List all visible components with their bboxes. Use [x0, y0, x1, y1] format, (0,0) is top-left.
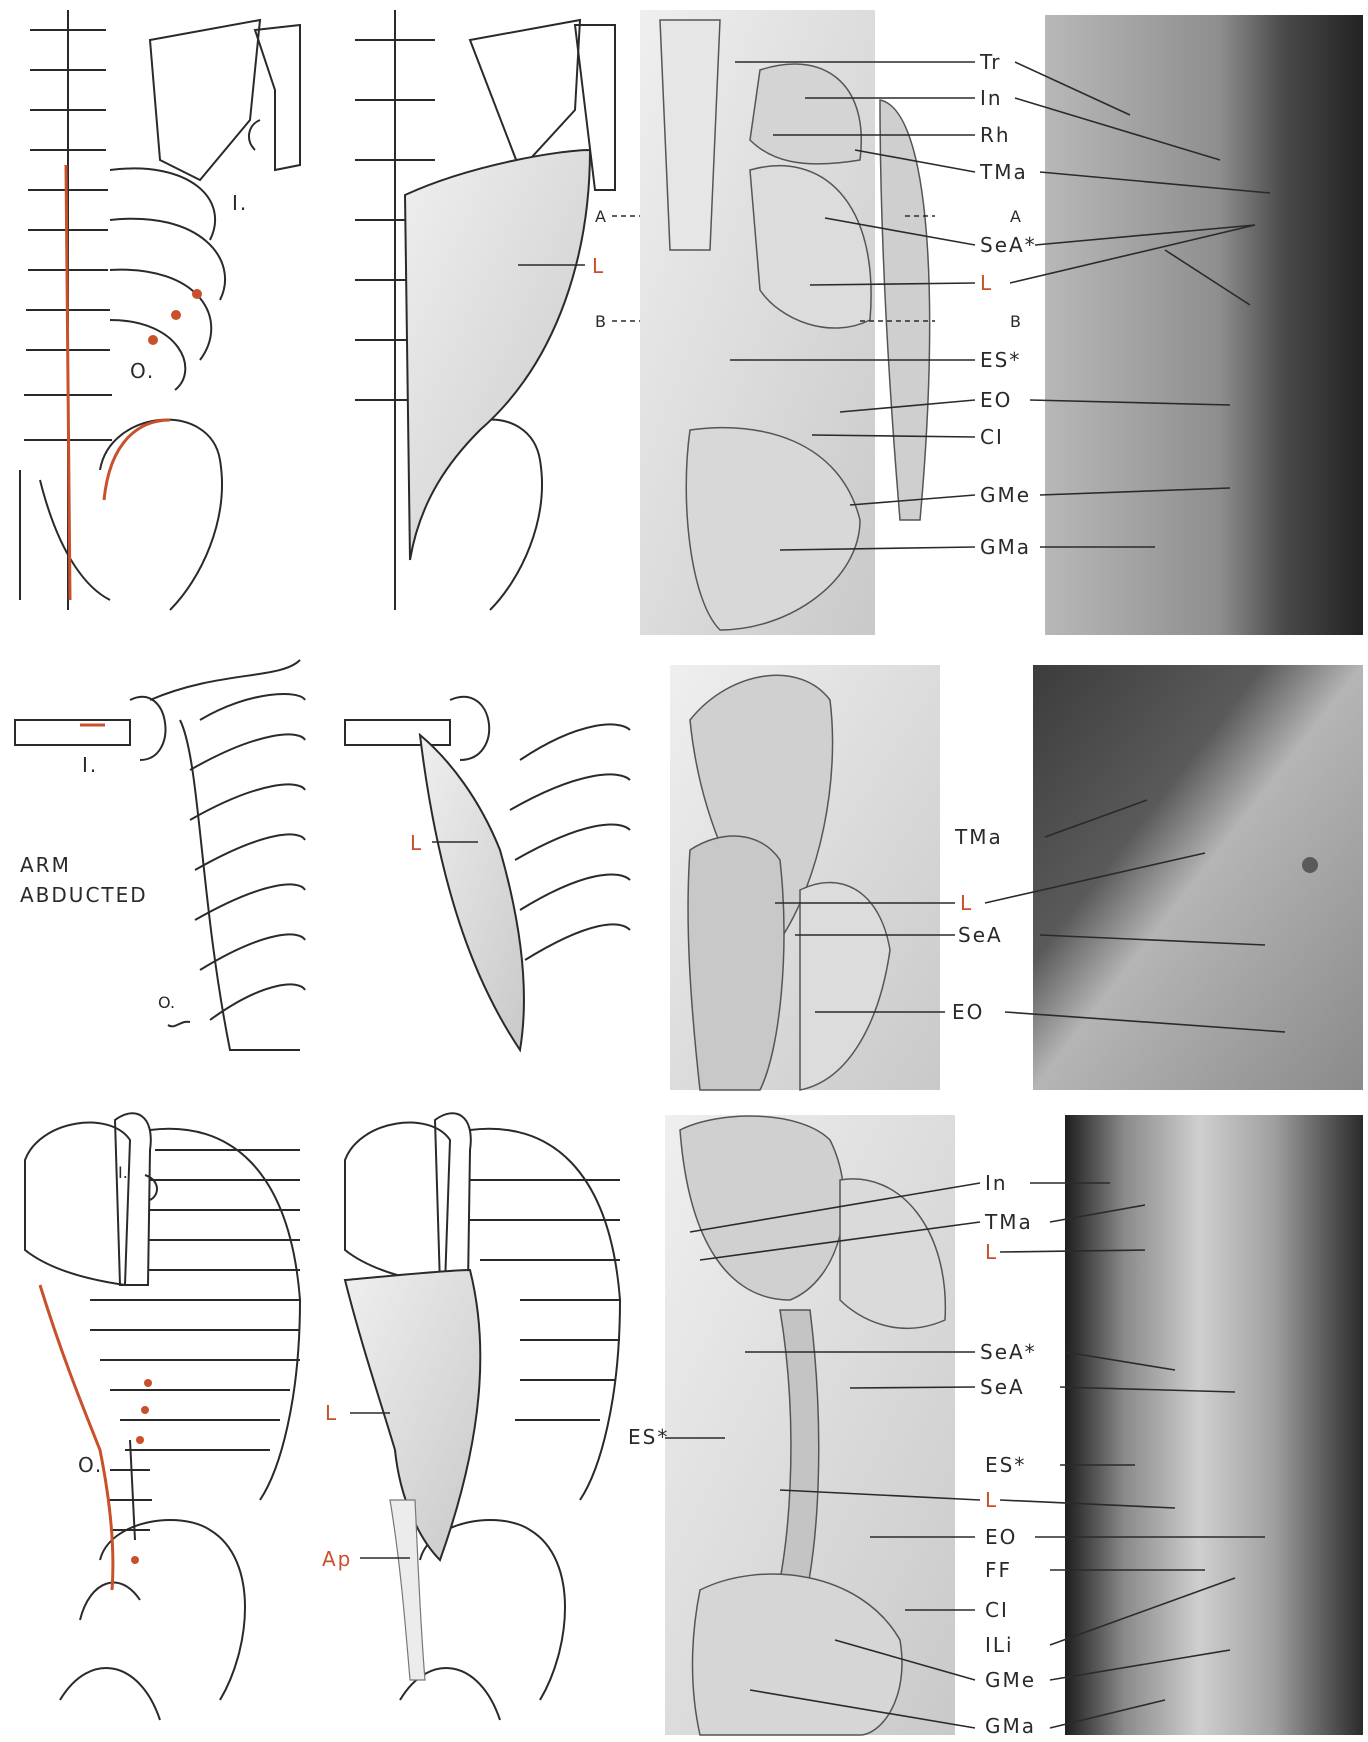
row3-insertion-label: I.: [118, 1163, 128, 1182]
row2-humeral-head: [130, 697, 165, 760]
row3-left-label: ES*: [628, 1425, 669, 1449]
row2-label-4: EO: [952, 1000, 984, 1024]
row3-label-4: SeA*: [980, 1340, 1037, 1364]
row1-label-8: EO: [980, 388, 1012, 412]
row1-skeleton-panel: [20, 10, 300, 610]
row1-label-10: GMe: [980, 483, 1031, 507]
row1-latissimus-label: L: [592, 254, 605, 278]
row1-scapula: [150, 20, 260, 180]
row3-rib-attachment-4: [131, 1556, 139, 1564]
row1-insertion-arrow: [249, 120, 260, 150]
row3-skeleton-panel: [25, 1113, 300, 1720]
row3-aponeurosis-label: Ap: [322, 1547, 352, 1571]
row3-rib-attachment-2: [141, 1406, 149, 1414]
row3-label-6: ES*: [985, 1453, 1026, 1477]
row1-origin-crest: [104, 420, 170, 500]
row3-label-12: GMe: [985, 1668, 1036, 1692]
row3-label-9: FF: [985, 1558, 1012, 1582]
row3-label-7: L: [985, 1488, 998, 1512]
row1-label-4: TMa: [979, 160, 1028, 184]
row1-rib-attachment-2: [171, 310, 181, 320]
row1-latissimus: [405, 150, 590, 560]
row3-label-8: EO: [985, 1525, 1017, 1549]
row2-label-3: SeA: [958, 923, 1003, 947]
row2-insertion-label: I.: [82, 753, 98, 777]
row3-label-10: CI: [985, 1598, 1009, 1622]
row1-label-7: ES*: [980, 348, 1021, 372]
row3-rib-attachment-1: [144, 1379, 152, 1387]
row3-origin-label: O.: [78, 1453, 103, 1477]
row3-label-2: TMa: [984, 1210, 1033, 1234]
row2-humerus: [15, 720, 130, 745]
row2-origin-label: O.: [158, 993, 175, 1012]
row3-label-3: L: [985, 1240, 998, 1264]
row1-label-5: SeA*: [980, 233, 1037, 257]
row1-rib-3: [110, 270, 211, 360]
row2-label-2: L: [960, 891, 973, 915]
row3-photo: [1065, 1115, 1363, 1735]
row3-label-5: SeA: [980, 1375, 1025, 1399]
row3-muscle-drawing: [665, 1115, 955, 1735]
row1-insertion-label: I.: [232, 191, 248, 215]
row2-note-line2: ABDUCTED: [20, 883, 148, 907]
row1-rib-2: [110, 219, 225, 300]
row1-origin-label: O.: [130, 359, 155, 383]
row3-label-13: GMa: [985, 1714, 1036, 1738]
row2-note-line1: ARM: [20, 853, 71, 877]
row1-photo: [1045, 15, 1363, 635]
row3-latissimus-label: L: [325, 1401, 338, 1425]
row1-level-b-right: B: [1010, 312, 1021, 331]
row1-humerus: [255, 25, 300, 170]
row1-label-9: CI: [980, 425, 1004, 449]
row2-photo-nipple: [1302, 857, 1318, 873]
row1-rib-attachment-1: [192, 289, 202, 299]
row1-label-1: Tr: [979, 50, 1002, 74]
row1-level-a-right: A: [1010, 207, 1021, 226]
row2-muscle-drawing: [670, 665, 940, 1090]
row1-level-a-left: A: [595, 207, 606, 226]
row1-label-11: GMa: [980, 535, 1031, 559]
row1-label-2: In: [980, 86, 1003, 110]
row3-insertion-arrow: [145, 1175, 157, 1200]
row2-latissimus-label: L: [410, 831, 423, 855]
row3-rib-attachment-3: [136, 1436, 144, 1444]
row1-label-6: L: [980, 271, 993, 295]
row1-level-b-left: B: [595, 312, 606, 331]
row3-label-1: In: [985, 1171, 1008, 1195]
row1-rib-attachment-3: [148, 335, 158, 345]
row1-label-3: Rh: [980, 123, 1011, 147]
row2-label-1: TMa: [954, 825, 1003, 849]
row3-label-11: ILi: [985, 1633, 1014, 1657]
row2-latissimus: [420, 735, 524, 1050]
row1-muscle-drawing: [640, 10, 930, 635]
